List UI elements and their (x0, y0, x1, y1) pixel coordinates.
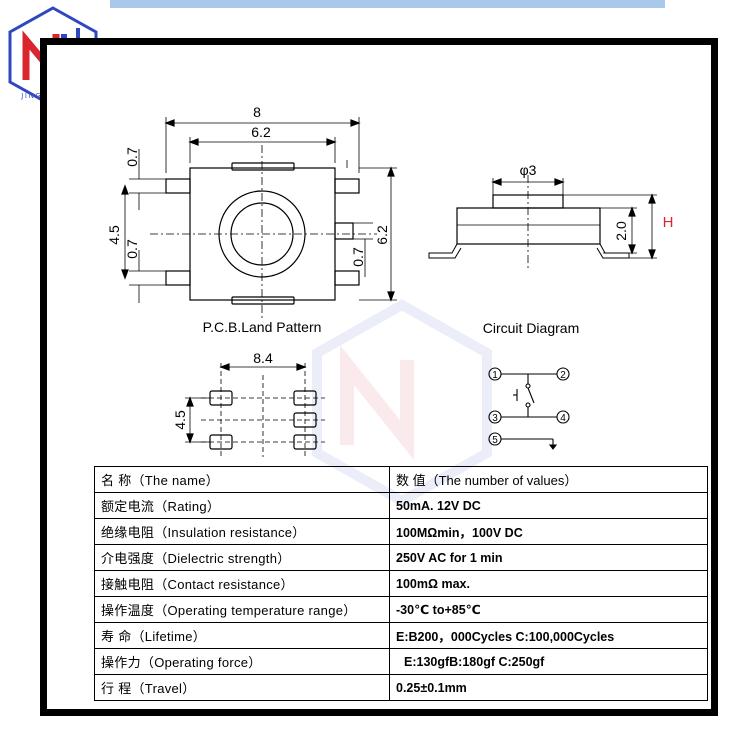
land-pattern (185, 363, 325, 457)
dim-pad-right: 0.7 (350, 247, 366, 267)
circuit-symbol (488, 367, 570, 450)
table-row: 额定电流（Rating） 50mA. 12V DC (94, 492, 708, 519)
spec-table: 名 称（The name） 数 值（The number of values） … (94, 466, 708, 701)
spec-name: 寿 命（Lifetime） (94, 622, 390, 649)
spec-value: 数 值（The number of values） (389, 466, 708, 493)
dim-land-width: 8.4 (253, 350, 273, 366)
table-row: 寿 命（Lifetime） E:B200，000Cycles C:100,000… (94, 622, 708, 649)
spec-name: 绝缘电阻（Insulation resistance） (94, 518, 390, 545)
dim-inner-width: 6.2 (251, 124, 271, 140)
table-row: 接触电阻（Contact resistance） 100mΩ max. (94, 570, 708, 597)
spec-name: 名 称（The name） (94, 466, 390, 493)
dim-pad-top: 0.7 (124, 147, 140, 167)
dim-top-width: 8 (253, 104, 261, 120)
table-row: 操作温度（Operating temperature range） -30℃ t… (94, 596, 708, 623)
datasheet-frame: 8 6.2 0.7 4.5 0.7 0.7 6.2 P.C.B.Land Pat… (40, 38, 718, 716)
side-view (428, 175, 657, 270)
top-accent-bar (110, 0, 665, 8)
pin-2: 2 (560, 370, 566, 381)
dim-pad-left: 0.7 (124, 239, 140, 259)
dim-land-height: 4.5 (172, 410, 188, 430)
dim-side-dia: φ3 (520, 162, 537, 178)
dim-right-height: 6.2 (374, 225, 390, 245)
spec-value: 50mA. 12V DC (389, 492, 708, 519)
spec-value: 100mΩ max. (389, 570, 708, 597)
dim-left-height: 4.5 (106, 225, 122, 245)
dimension-drawing: 8 6.2 0.7 4.5 0.7 0.7 6.2 P.C.B.Land Pat… (106, 104, 674, 507)
pin-5: 5 (492, 435, 498, 446)
pin-3: 3 (492, 413, 498, 424)
spec-name: 接触电阻（Contact resistance） (94, 570, 390, 597)
pin-1: 1 (492, 370, 498, 381)
dim-side-height: 2.0 (613, 221, 629, 241)
table-row: 介电强度（Dielectric strength） 250V AC for 1 … (94, 544, 708, 571)
spec-name: 行 程（Travel） (94, 674, 390, 701)
dim-side-H: H (663, 214, 674, 231)
table-row: 名 称（The name） 数 值（The number of values） (94, 466, 708, 493)
pcb-top-view (121, 117, 397, 320)
spec-value: E:B200，000Cycles C:100,000Cycles (389, 622, 708, 649)
spec-value: -30℃ to+85℃ (389, 596, 708, 623)
spec-value: 0.25±0.1mm (389, 674, 708, 701)
pcb-label: P.C.B.Land Pattern (203, 319, 322, 335)
spec-value: E:130gfB:180gf C:250gf (389, 648, 708, 675)
spec-value: 100MΩmin，100V DC (389, 518, 708, 545)
spec-name: 额定电流（Rating） (94, 492, 390, 519)
pin-4: 4 (560, 413, 566, 424)
table-row: 绝缘电阻（Insulation resistance） 100MΩmin，100… (94, 518, 708, 545)
spec-value: 250V AC for 1 min (389, 544, 708, 571)
spec-name: 介电强度（Dielectric strength） (94, 544, 390, 571)
spec-name: 操作温度（Operating temperature range） (94, 596, 390, 623)
circuit-label: Circuit Diagram (483, 320, 579, 336)
table-row: 行 程（Travel） 0.25±0.1mm (94, 674, 708, 701)
spec-name: 操作力（Operating force） (94, 648, 390, 675)
table-row: 操作力（Operating force） E:130gfB:180gf C:25… (94, 648, 708, 675)
